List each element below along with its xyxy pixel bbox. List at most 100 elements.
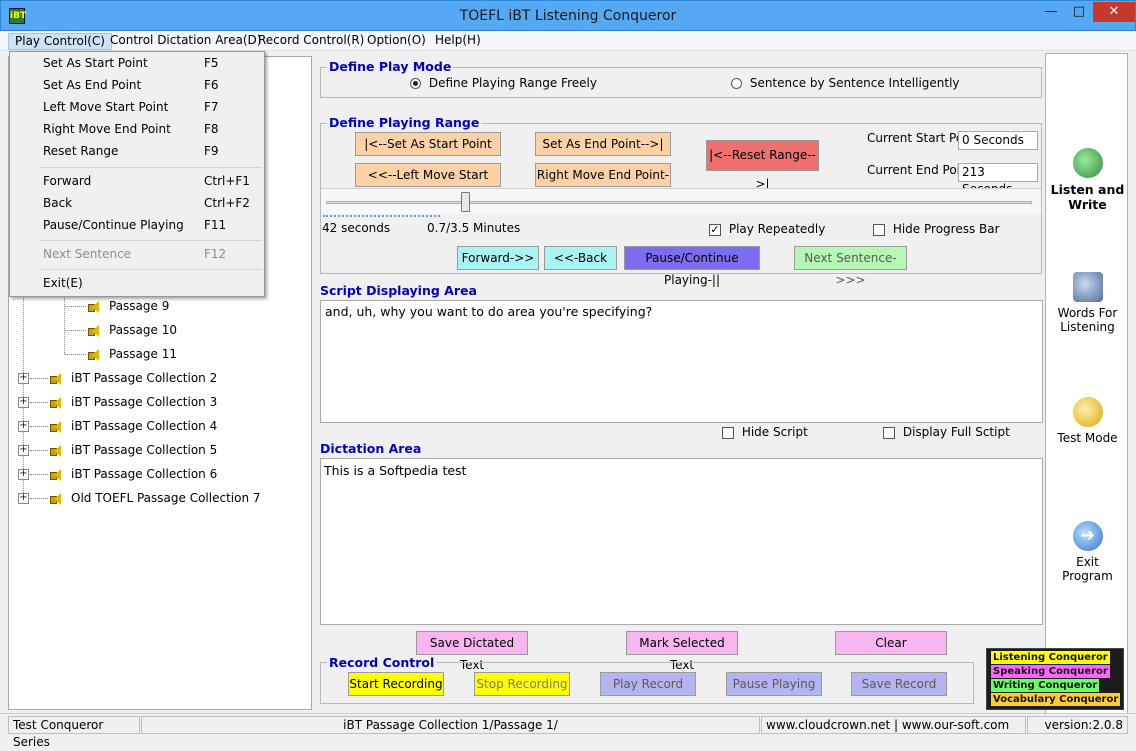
- tree-item-collection-5[interactable]: iBT Passage Collection 5: [49, 439, 217, 461]
- expand-icon[interactable]: +: [18, 396, 29, 408]
- play-record-button[interactable]: Play Record: [600, 672, 696, 696]
- status-passage: iBT Passage Collection 1/Passage 1/: [141, 716, 760, 734]
- speaker-icon: [87, 300, 103, 314]
- exit-program-button[interactable]: ➜ Exit Program: [1046, 521, 1129, 583]
- script-text-area[interactable]: and, uh, why you want to do area you're …: [320, 300, 1043, 423]
- checkbox-label: Play Repeatedly: [728, 222, 826, 236]
- side-panel: Listen and Write Words For Listening Tes…: [1045, 53, 1128, 714]
- banner-line: Writing Conqueror: [991, 679, 1100, 692]
- hide-script-checkbox[interactable]: Hide Script: [722, 425, 808, 439]
- hide-progress-checkbox[interactable]: Hide Progress Bar: [873, 222, 1000, 236]
- menu-bar: Play Control(C) Control Dictation Area(D…: [0, 31, 1136, 51]
- maximize-icon[interactable]: □: [1072, 4, 1086, 19]
- menu-separator: [40, 269, 262, 270]
- menu-item-exit[interactable]: Exit(E): [43, 276, 83, 290]
- checkbox-icon: ✓: [709, 222, 721, 236]
- tree-item-collection-6[interactable]: iBT Passage Collection 6: [49, 463, 217, 485]
- expand-icon[interactable]: +: [18, 492, 29, 504]
- side-button-label: Words For Listening: [1057, 306, 1118, 334]
- words-for-listening-button[interactable]: Words For Listening: [1046, 272, 1129, 334]
- minimize-icon[interactable]: —: [1044, 4, 1058, 19]
- set-end-point-button[interactable]: Set As End Point-->|: [535, 132, 671, 156]
- expand-icon[interactable]: +: [18, 372, 29, 384]
- side-button-label: Test Mode: [1057, 431, 1118, 445]
- tree-item-collection-3[interactable]: iBT Passage Collection 3: [49, 391, 217, 413]
- pause-playing-button[interactable]: Pause Playing: [726, 672, 822, 696]
- tree-item-passage-10[interactable]: Passage 10: [87, 319, 177, 341]
- tree-connector: [30, 402, 48, 403]
- tree-connector: [30, 498, 48, 499]
- forward-button[interactable]: Forward->>: [457, 246, 539, 270]
- mark-selected-text-button[interactable]: Mark Selected Text: [626, 631, 738, 672]
- start-point-field[interactable]: 0 Seconds: [958, 131, 1038, 150]
- expand-icon[interactable]: +: [18, 420, 29, 432]
- stop-recording-button[interactable]: Stop Recording: [474, 672, 570, 696]
- speaker-icon: [49, 468, 65, 482]
- play-repeatedly-checkbox[interactable]: ✓ Play Repeatedly: [709, 222, 825, 236]
- menu-control-dictation-area[interactable]: Control Dictation Area(D): [110, 33, 262, 47]
- end-point-label: Current End Point:: [867, 163, 977, 177]
- clear-button[interactable]: Clear: [835, 631, 947, 655]
- record-control-title: Record Control: [327, 655, 437, 670]
- set-start-point-button[interactable]: |<--Set As Start Point: [355, 132, 501, 156]
- menu-record-control[interactable]: Record Control(R): [258, 33, 365, 47]
- speaker-icon: [49, 444, 65, 458]
- left-move-start-button[interactable]: <<--Left Move Start Point: [355, 163, 501, 204]
- next-sentence-button[interactable]: Next Sentence->>>: [794, 246, 907, 287]
- end-point-field[interactable]: 213 Seconds: [958, 163, 1038, 196]
- tree-item-passage-9[interactable]: Passage 9: [87, 295, 169, 317]
- product-banner[interactable]: Listening Conqueror Speaking Conqueror W…: [986, 648, 1124, 710]
- reset-range-button[interactable]: |<--Reset Range-->|: [706, 140, 819, 191]
- speaker-icon: [49, 396, 65, 410]
- tree-item-label: Passage 11: [109, 347, 177, 361]
- tree-item-collection-4[interactable]: iBT Passage Collection 4: [49, 415, 217, 437]
- menu-separator: [40, 167, 262, 168]
- close-icon[interactable]: ✕: [1093, 2, 1135, 22]
- tree-item-collection-2[interactable]: iBT Passage Collection 2: [49, 367, 217, 389]
- menu-option[interactable]: Option(O): [367, 33, 426, 47]
- slider-thumb[interactable]: [461, 192, 471, 212]
- start-recording-button[interactable]: Start Recording: [348, 672, 444, 696]
- radio-free-range[interactable]: Define Playing Range Freely: [410, 76, 597, 90]
- expand-icon[interactable]: +: [18, 468, 29, 480]
- tree-connector: [30, 474, 48, 475]
- app-icon: iBT: [9, 8, 26, 24]
- progress-indicator: [323, 215, 440, 217]
- checkbox-label: Hide Script: [741, 425, 808, 439]
- tree-item-collection-7[interactable]: Old TOEFL Passage Collection 7: [49, 487, 261, 509]
- tree-connector: [64, 330, 86, 331]
- right-move-end-button[interactable]: Right Move End Point-->>: [535, 163, 671, 204]
- pause-continue-button[interactable]: Pause/Continue Playing-||: [624, 246, 760, 287]
- headphones-icon: [1072, 148, 1103, 178]
- back-button[interactable]: <<-Back: [544, 246, 617, 270]
- test-mode-button[interactable]: Test Mode: [1046, 397, 1129, 445]
- save-dictated-text-button[interactable]: Save Dictated Text: [416, 631, 528, 672]
- dictation-text-area[interactable]: This is a Softpedia test: [320, 458, 1043, 625]
- display-full-script-checkbox[interactable]: Display Full Sctipt: [883, 425, 1010, 439]
- dictation-area-title: Dictation Area: [318, 441, 424, 456]
- save-record-button[interactable]: Save Record: [851, 672, 947, 696]
- checkbox-icon: [873, 223, 885, 236]
- menu-help[interactable]: Help(H): [435, 33, 481, 47]
- menu-play-control[interactable]: Play Control(C): [8, 33, 112, 50]
- tree-item-label: Passage 10: [109, 323, 177, 337]
- progress-slider[interactable]: [321, 188, 1041, 217]
- expand-icon[interactable]: +: [18, 444, 29, 456]
- tree-item-passage-11[interactable]: Passage 11: [87, 343, 177, 365]
- checkbox-label: Display Full Sctipt: [902, 425, 1010, 439]
- radio-sentence-mode[interactable]: Sentence by Sentence Intelligently: [731, 76, 960, 90]
- radio-label: Sentence by Sentence Intelligently: [749, 76, 960, 90]
- tree-item-label: iBT Passage Collection 3: [71, 395, 218, 409]
- listen-and-write-button[interactable]: Listen and Write: [1046, 148, 1129, 212]
- radio-label: Define Playing Range Freely: [428, 76, 597, 90]
